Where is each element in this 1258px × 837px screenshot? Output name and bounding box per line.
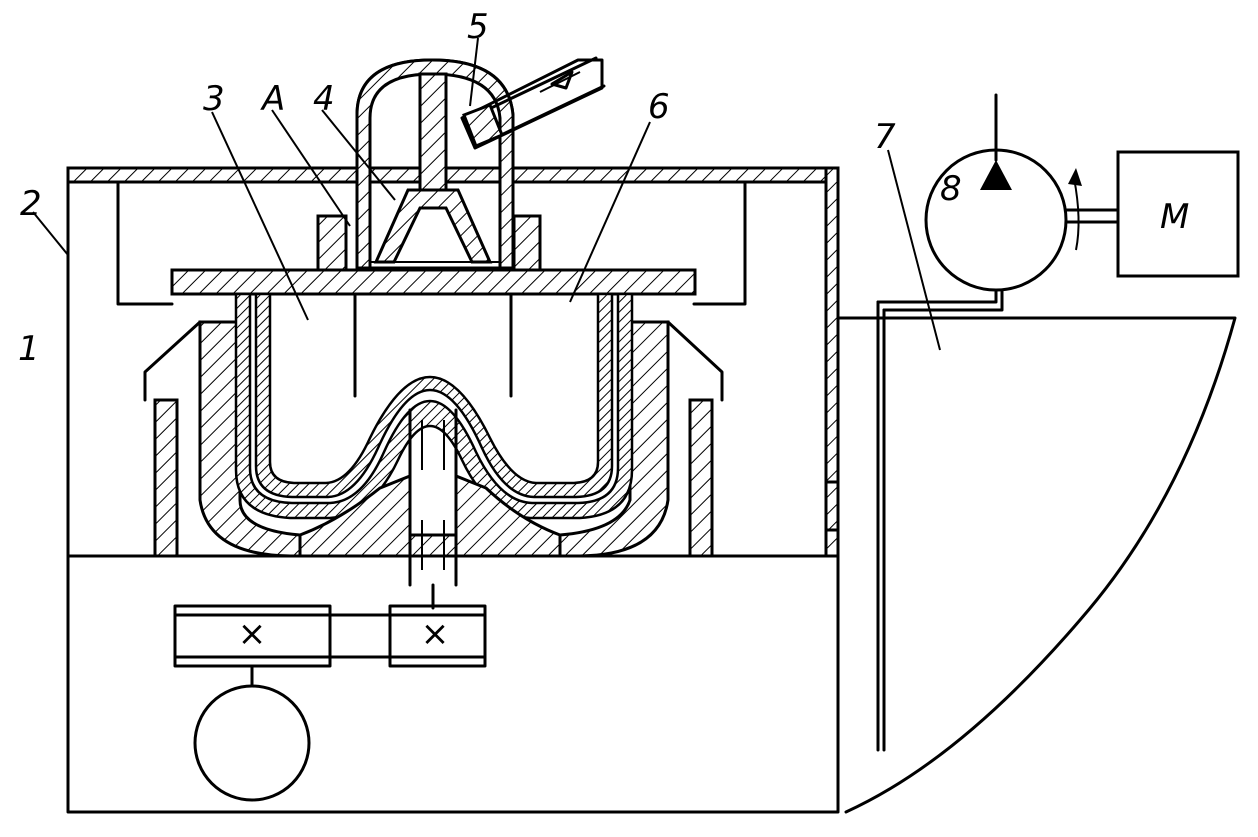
motor <box>1116 150 1240 278</box>
cover-plate <box>170 268 697 296</box>
pump-direction-icon <box>980 160 1012 190</box>
label-mold-left: 3 <box>203 79 225 119</box>
inner-cover <box>116 180 747 306</box>
nozzle-dome <box>355 58 515 270</box>
label-motor: M <box>1160 197 1189 237</box>
labels: 1 2 3 A 4 5 6 7 8 M <box>18 7 1189 369</box>
label-feed-pipe: 5 <box>467 7 489 47</box>
gear-train: × × <box>173 604 487 802</box>
label-tank: 7 <box>874 117 896 157</box>
tank <box>836 280 1237 814</box>
label-cavity: A <box>260 79 285 119</box>
housing-frame <box>66 166 840 814</box>
label-housing: 1 <box>18 329 40 369</box>
gear-mark-left: × <box>238 614 267 654</box>
leader-lines <box>32 37 941 351</box>
label-pump: 8 <box>940 169 962 209</box>
outer-bowl <box>143 320 724 558</box>
feed-pipe <box>460 56 606 150</box>
label-frame: 2 <box>20 184 42 224</box>
rotation-arrow-icon <box>1068 168 1082 186</box>
label-mold-right: 6 <box>648 87 670 127</box>
label-nozzle: 4 <box>313 79 335 119</box>
drive-motor-circle <box>193 684 311 802</box>
bowl-base <box>298 408 562 610</box>
gear-mark-right: × <box>421 614 450 654</box>
mold-lining <box>234 292 634 520</box>
pump <box>924 93 1120 292</box>
